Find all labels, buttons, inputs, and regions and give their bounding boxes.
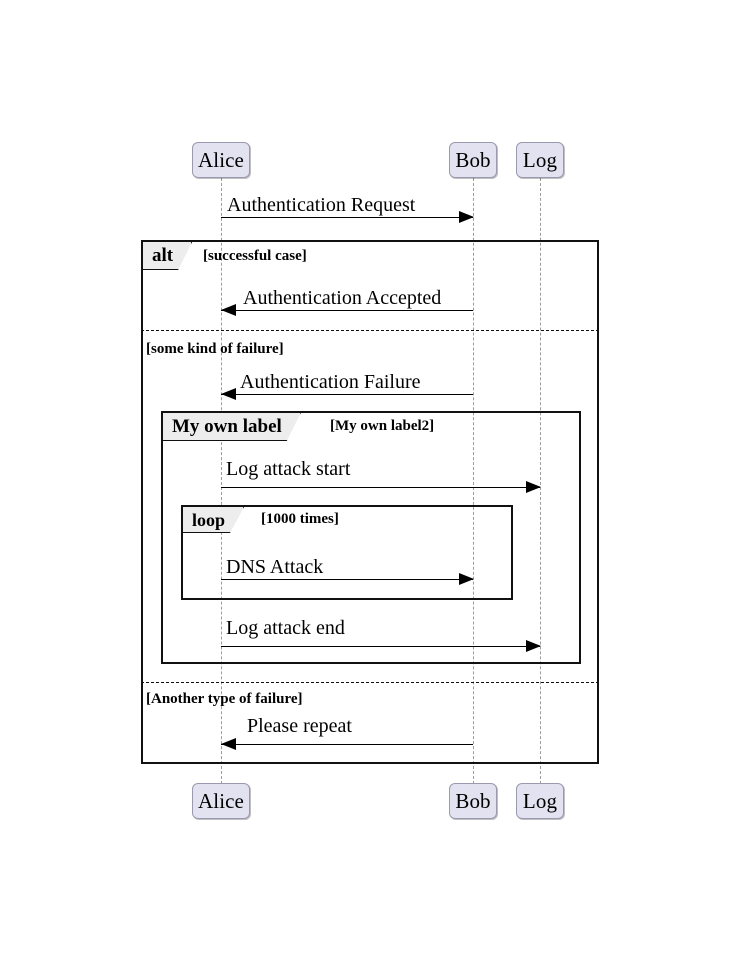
arrow-head-right-icon (459, 573, 474, 585)
fragment-condition-my-own-label2: [My own label2] (330, 418, 435, 434)
message-label-m4: Log attack start (226, 458, 351, 480)
participant-label: Log (522, 147, 558, 172)
participant-label: Bob (455, 147, 491, 172)
participant-label: Alice (198, 788, 244, 813)
message-label-m2: Authentication Accepted (243, 287, 442, 309)
message-label-m6: Log attack end (226, 617, 345, 639)
participant-label: Log (522, 788, 558, 813)
message-line-m4 (221, 487, 540, 488)
arrow-head-right-icon (459, 211, 474, 223)
participant-log-bottom[interactable]: Log (516, 783, 564, 819)
participant-bob-top[interactable]: Bob (449, 142, 497, 178)
message-line-m5 (221, 579, 473, 580)
message-line-m6 (221, 646, 540, 647)
message-line-m7 (221, 744, 473, 745)
fragment-condition-successful-case: [successful case] (203, 248, 307, 264)
fragment-condition-some-kind-of-failure: [some kind of failure] (146, 341, 284, 357)
participant-alice-bottom[interactable]: Alice (192, 783, 250, 819)
fragment-condition-1000-times: [1000 times] (261, 511, 339, 527)
arrow-head-left-icon (221, 304, 236, 316)
message-line-m3 (221, 394, 473, 395)
message-label-m5: DNS Attack (226, 556, 324, 578)
participant-label: Alice (198, 147, 244, 172)
participant-alice-top[interactable]: Alice (192, 142, 250, 178)
fragment-tag-my-own-label: My own label (163, 413, 301, 441)
arrow-head-left-icon (221, 738, 236, 750)
lifeline-bob (473, 178, 474, 784)
message-line-m1 (221, 217, 473, 218)
message-label-m7: Please repeat (247, 715, 352, 737)
lifeline-alice (221, 178, 222, 784)
alt-divider-1 (141, 330, 599, 331)
fragment-frame-my-own-label (161, 411, 581, 664)
fragment-frame-alt (141, 240, 599, 764)
participant-bob-bottom[interactable]: Bob (449, 783, 497, 819)
message-line-m2 (221, 310, 473, 311)
message-label-m3: Authentication Failure (240, 371, 421, 393)
message-label-m1: Authentication Request (227, 194, 416, 216)
fragment-condition-another-type-of-failure: [Another type of failure] (146, 691, 303, 707)
participant-label: Bob (455, 788, 491, 813)
arrow-head-right-icon (526, 481, 541, 493)
arrow-head-right-icon (526, 640, 541, 652)
arrow-head-left-icon (221, 388, 236, 400)
fragment-frame-loop (181, 505, 513, 600)
participant-log-top[interactable]: Log (516, 142, 564, 178)
alt-divider-2 (141, 682, 599, 683)
